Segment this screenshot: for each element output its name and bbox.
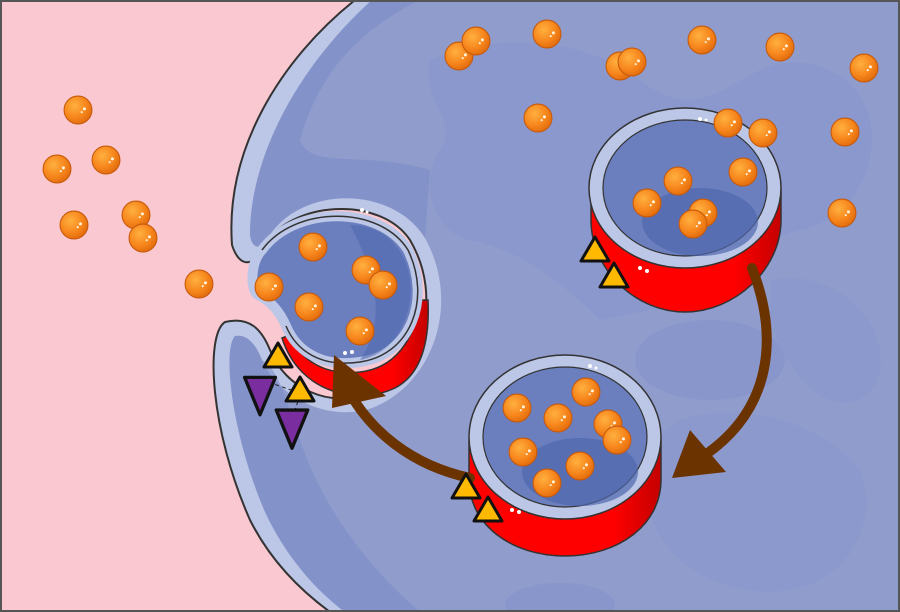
orange-particle-icon xyxy=(523,103,553,133)
cytoplasm-blob xyxy=(635,320,785,400)
membrane-highlight-dot xyxy=(594,366,598,370)
membrane-highlight-dot xyxy=(510,508,514,512)
orange-particle-icon xyxy=(508,437,538,467)
orange-particle-icon xyxy=(91,145,121,175)
membrane-highlight-dot xyxy=(698,117,702,121)
orange-particle-icon xyxy=(502,393,532,423)
arrow-vesicle-to-vesicle xyxy=(672,263,772,478)
membrane-highlight-dot xyxy=(350,350,354,354)
orange-particle-icon xyxy=(42,154,72,184)
orange-particle-icon xyxy=(632,188,662,218)
orange-particle-icon xyxy=(827,198,857,228)
membrane-highlight-dot xyxy=(517,510,521,514)
orange-particle-icon xyxy=(678,209,708,239)
membrane-highlight-dot xyxy=(343,351,347,355)
orange-particle-icon xyxy=(543,403,573,433)
orange-particle-icon xyxy=(368,270,398,300)
orange-particle-icon xyxy=(849,53,879,83)
orange-particle-icon xyxy=(571,377,601,407)
membrane-highlight-dot xyxy=(704,118,708,122)
receptors xyxy=(242,235,630,523)
membrane-highlight-dot xyxy=(365,210,369,214)
orange-particle-icon xyxy=(184,269,214,299)
orange-particle-icon xyxy=(345,316,375,346)
membrane-highlight-dot xyxy=(360,208,364,212)
orange-particle-icon xyxy=(294,292,324,322)
coated-pit xyxy=(247,208,429,397)
orange-particle-icon xyxy=(254,272,284,302)
orange-particle-icon xyxy=(728,157,758,187)
coated-pit-rim xyxy=(261,215,419,364)
arrow-head xyxy=(672,430,726,478)
orange-particle-icon xyxy=(63,95,93,125)
orange-particle-icon xyxy=(830,117,860,147)
cytoplasm-blob xyxy=(505,583,615,612)
orange-particle-icon xyxy=(602,425,632,455)
orange-particle-icon xyxy=(128,223,158,253)
brown-curved-arrow-icon xyxy=(343,385,475,483)
brown-curved-arrow-icon xyxy=(700,263,772,460)
membrane-highlight-dot xyxy=(645,269,649,273)
orange-particle-icon xyxy=(461,26,491,56)
orange-particle-icon xyxy=(687,25,717,55)
orange-particle-icon xyxy=(298,232,328,262)
cytoplasm-inner-band xyxy=(250,0,430,247)
orange-particle-icon xyxy=(59,210,89,240)
orange-particle-icon xyxy=(617,47,647,77)
orange-particle-icon xyxy=(663,166,693,196)
arrow-head xyxy=(332,355,386,408)
arrow-vesicle-to-pit xyxy=(332,355,475,483)
vesicle-bottom xyxy=(468,354,662,557)
orange-particle-icon xyxy=(565,451,595,481)
orange-particle-icon xyxy=(713,108,743,138)
orange-particle-icon xyxy=(765,32,795,62)
membrane-highlight-dot xyxy=(638,266,642,270)
orange-particle-icon xyxy=(532,468,562,498)
orange-particle-icon xyxy=(532,19,562,49)
membrane-highlight-dot xyxy=(588,364,592,368)
cytoplasm-blob xyxy=(770,278,881,403)
orange-particle-icon xyxy=(748,118,778,148)
cytoplasm-lower-band xyxy=(229,335,420,612)
